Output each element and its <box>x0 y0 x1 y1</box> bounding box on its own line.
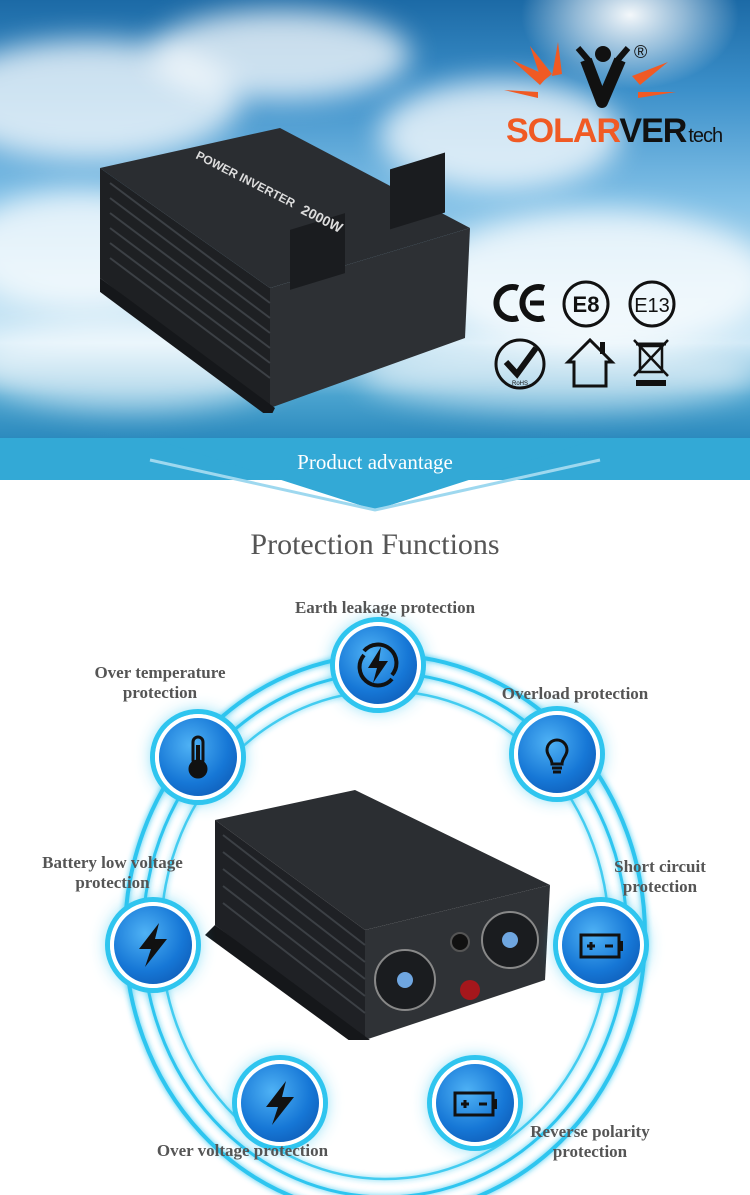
lightbulb-icon <box>545 738 569 774</box>
brand-solar: SOLAR <box>506 112 620 150</box>
brand-ver: VER <box>619 112 687 150</box>
thermometer-icon <box>188 735 208 779</box>
over-temperature-bubble <box>155 714 241 800</box>
certification-marks: E8 E13 RoHS <box>490 278 690 398</box>
weee-bin-icon <box>633 339 669 386</box>
svg-text:E8: E8 <box>573 292 600 317</box>
section-title: Protection Functions <box>250 528 500 561</box>
earth-leakage-icon <box>357 642 399 688</box>
brand-tech: tech <box>688 125 723 147</box>
label-short-circuit: Short circuit protection <box>614 857 706 896</box>
label-overload: Overload protection <box>501 684 649 703</box>
rohs-check-icon: RoHS <box>494 338 546 390</box>
lightning-icon <box>139 923 167 967</box>
overload-bubble <box>514 711 600 797</box>
reverse-polarity-bubble <box>432 1060 518 1146</box>
battery-icon <box>453 1091 497 1117</box>
over-voltage-bubble <box>237 1060 323 1146</box>
short-circuit-bubble <box>558 902 644 988</box>
battery-low-voltage-bubble <box>110 902 196 988</box>
battery-icon <box>579 933 623 959</box>
svg-text:RoHS: RoHS <box>512 381 528 387</box>
label-reverse-polarity: Reverse polarity protection <box>530 1122 650 1161</box>
svg-text:E13: E13 <box>634 295 670 317</box>
earth-leakage-bubble <box>335 622 421 708</box>
inverter-middle-image <box>205 790 550 1040</box>
ce-mark-icon <box>493 284 546 322</box>
lightning-icon <box>266 1081 294 1125</box>
registered-mark: ® <box>634 42 648 62</box>
label-over-temperature: Over temperature protection <box>94 663 226 702</box>
label-over-voltage: Over voltage protection <box>156 1141 329 1160</box>
product-advantage-label: Product advantage <box>297 450 453 474</box>
sun-person-icon <box>504 42 676 108</box>
house-icon <box>564 337 616 388</box>
label-battery-low-voltage: Battery low voltage protection <box>42 853 183 892</box>
inverter-top-image: POWER INVERTER 2000W <box>100 128 470 413</box>
banner-arrow-shape <box>149 438 601 512</box>
label-earth-leakage: Earth leakage protection <box>294 598 476 617</box>
e13-mark-icon: E13 <box>628 280 676 328</box>
e8-mark-icon: E8 <box>562 280 610 328</box>
